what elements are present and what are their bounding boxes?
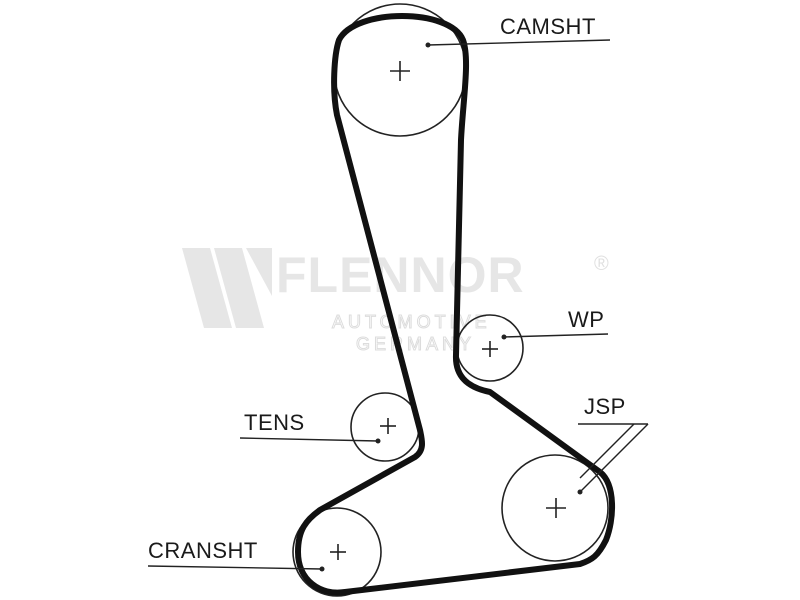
crankshaft-pulley (292, 507, 382, 597)
camshaft-label: CAMSHT (500, 14, 596, 39)
water-pump-label: WP (568, 307, 604, 332)
crankshaft-leader (147, 565, 325, 572)
water-pump-leader (501, 333, 609, 340)
camshaft-center-icon (390, 61, 410, 81)
watermark-registered: ® (594, 253, 609, 275)
camshaft-leader (425, 39, 611, 48)
watermark: FLENNOR ® AUTOMOTIVE GERMANY (182, 247, 609, 355)
water-pump-center-icon (482, 341, 498, 357)
crankshaft-label: CRANSHT (148, 538, 258, 563)
crankshaft-center-icon (330, 544, 346, 560)
jsp-pulley (501, 454, 609, 562)
watermark-line1: AUTOMOTIVE (332, 312, 491, 332)
jsp-center-icon (546, 498, 566, 518)
jsp-label: JSP (584, 394, 626, 419)
tensioner-leader (239, 437, 381, 444)
jsp-leader (577, 423, 649, 495)
tensioner-pulley (350, 392, 420, 462)
tensioner-center-icon (380, 418, 396, 434)
watermark-logo-icon (182, 248, 272, 328)
watermark-line2: GERMANY (356, 334, 475, 354)
watermark-brand: FLENNOR (276, 247, 525, 303)
tensioner-label: TENS (244, 410, 305, 435)
timing-belt (295, 13, 616, 596)
